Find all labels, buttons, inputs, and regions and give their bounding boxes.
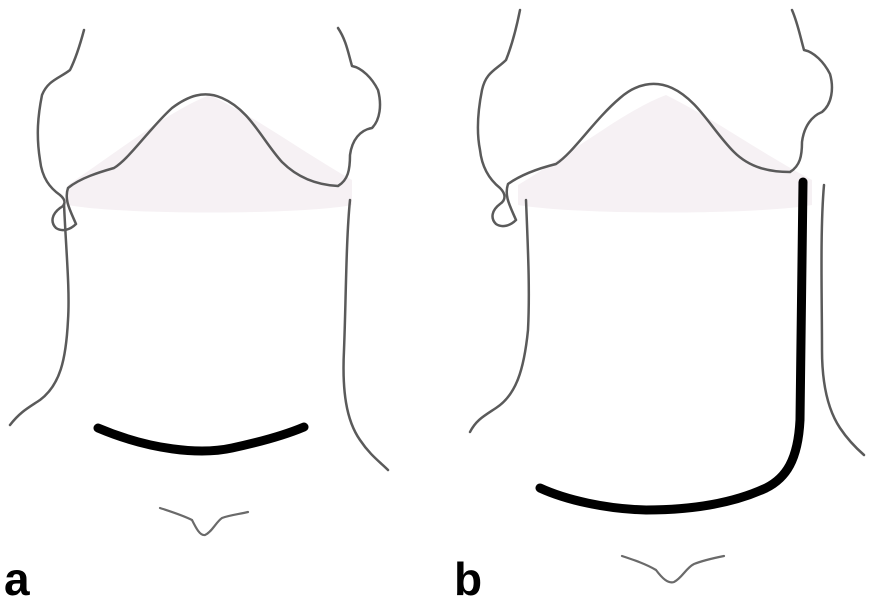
neck-drawing-a — [0, 0, 436, 603]
chin-shadow — [68, 95, 352, 213]
sternal-notch — [160, 508, 248, 535]
sternal-notch — [622, 556, 724, 582]
panel-label-a: a — [4, 556, 30, 602]
neck-right-outline — [344, 200, 388, 470]
incision-vertical-curved — [540, 182, 803, 510]
panel-a: a — [0, 0, 436, 603]
chin-shadow — [518, 95, 812, 213]
panel-b: b — [436, 0, 873, 603]
incision-transverse — [98, 427, 304, 451]
panel-label-b: b — [454, 556, 482, 602]
neck-drawing-b — [436, 0, 873, 603]
neck-right-outline — [822, 185, 865, 455]
neck-left-outline — [10, 204, 69, 425]
neck-left-outline — [470, 200, 529, 432]
